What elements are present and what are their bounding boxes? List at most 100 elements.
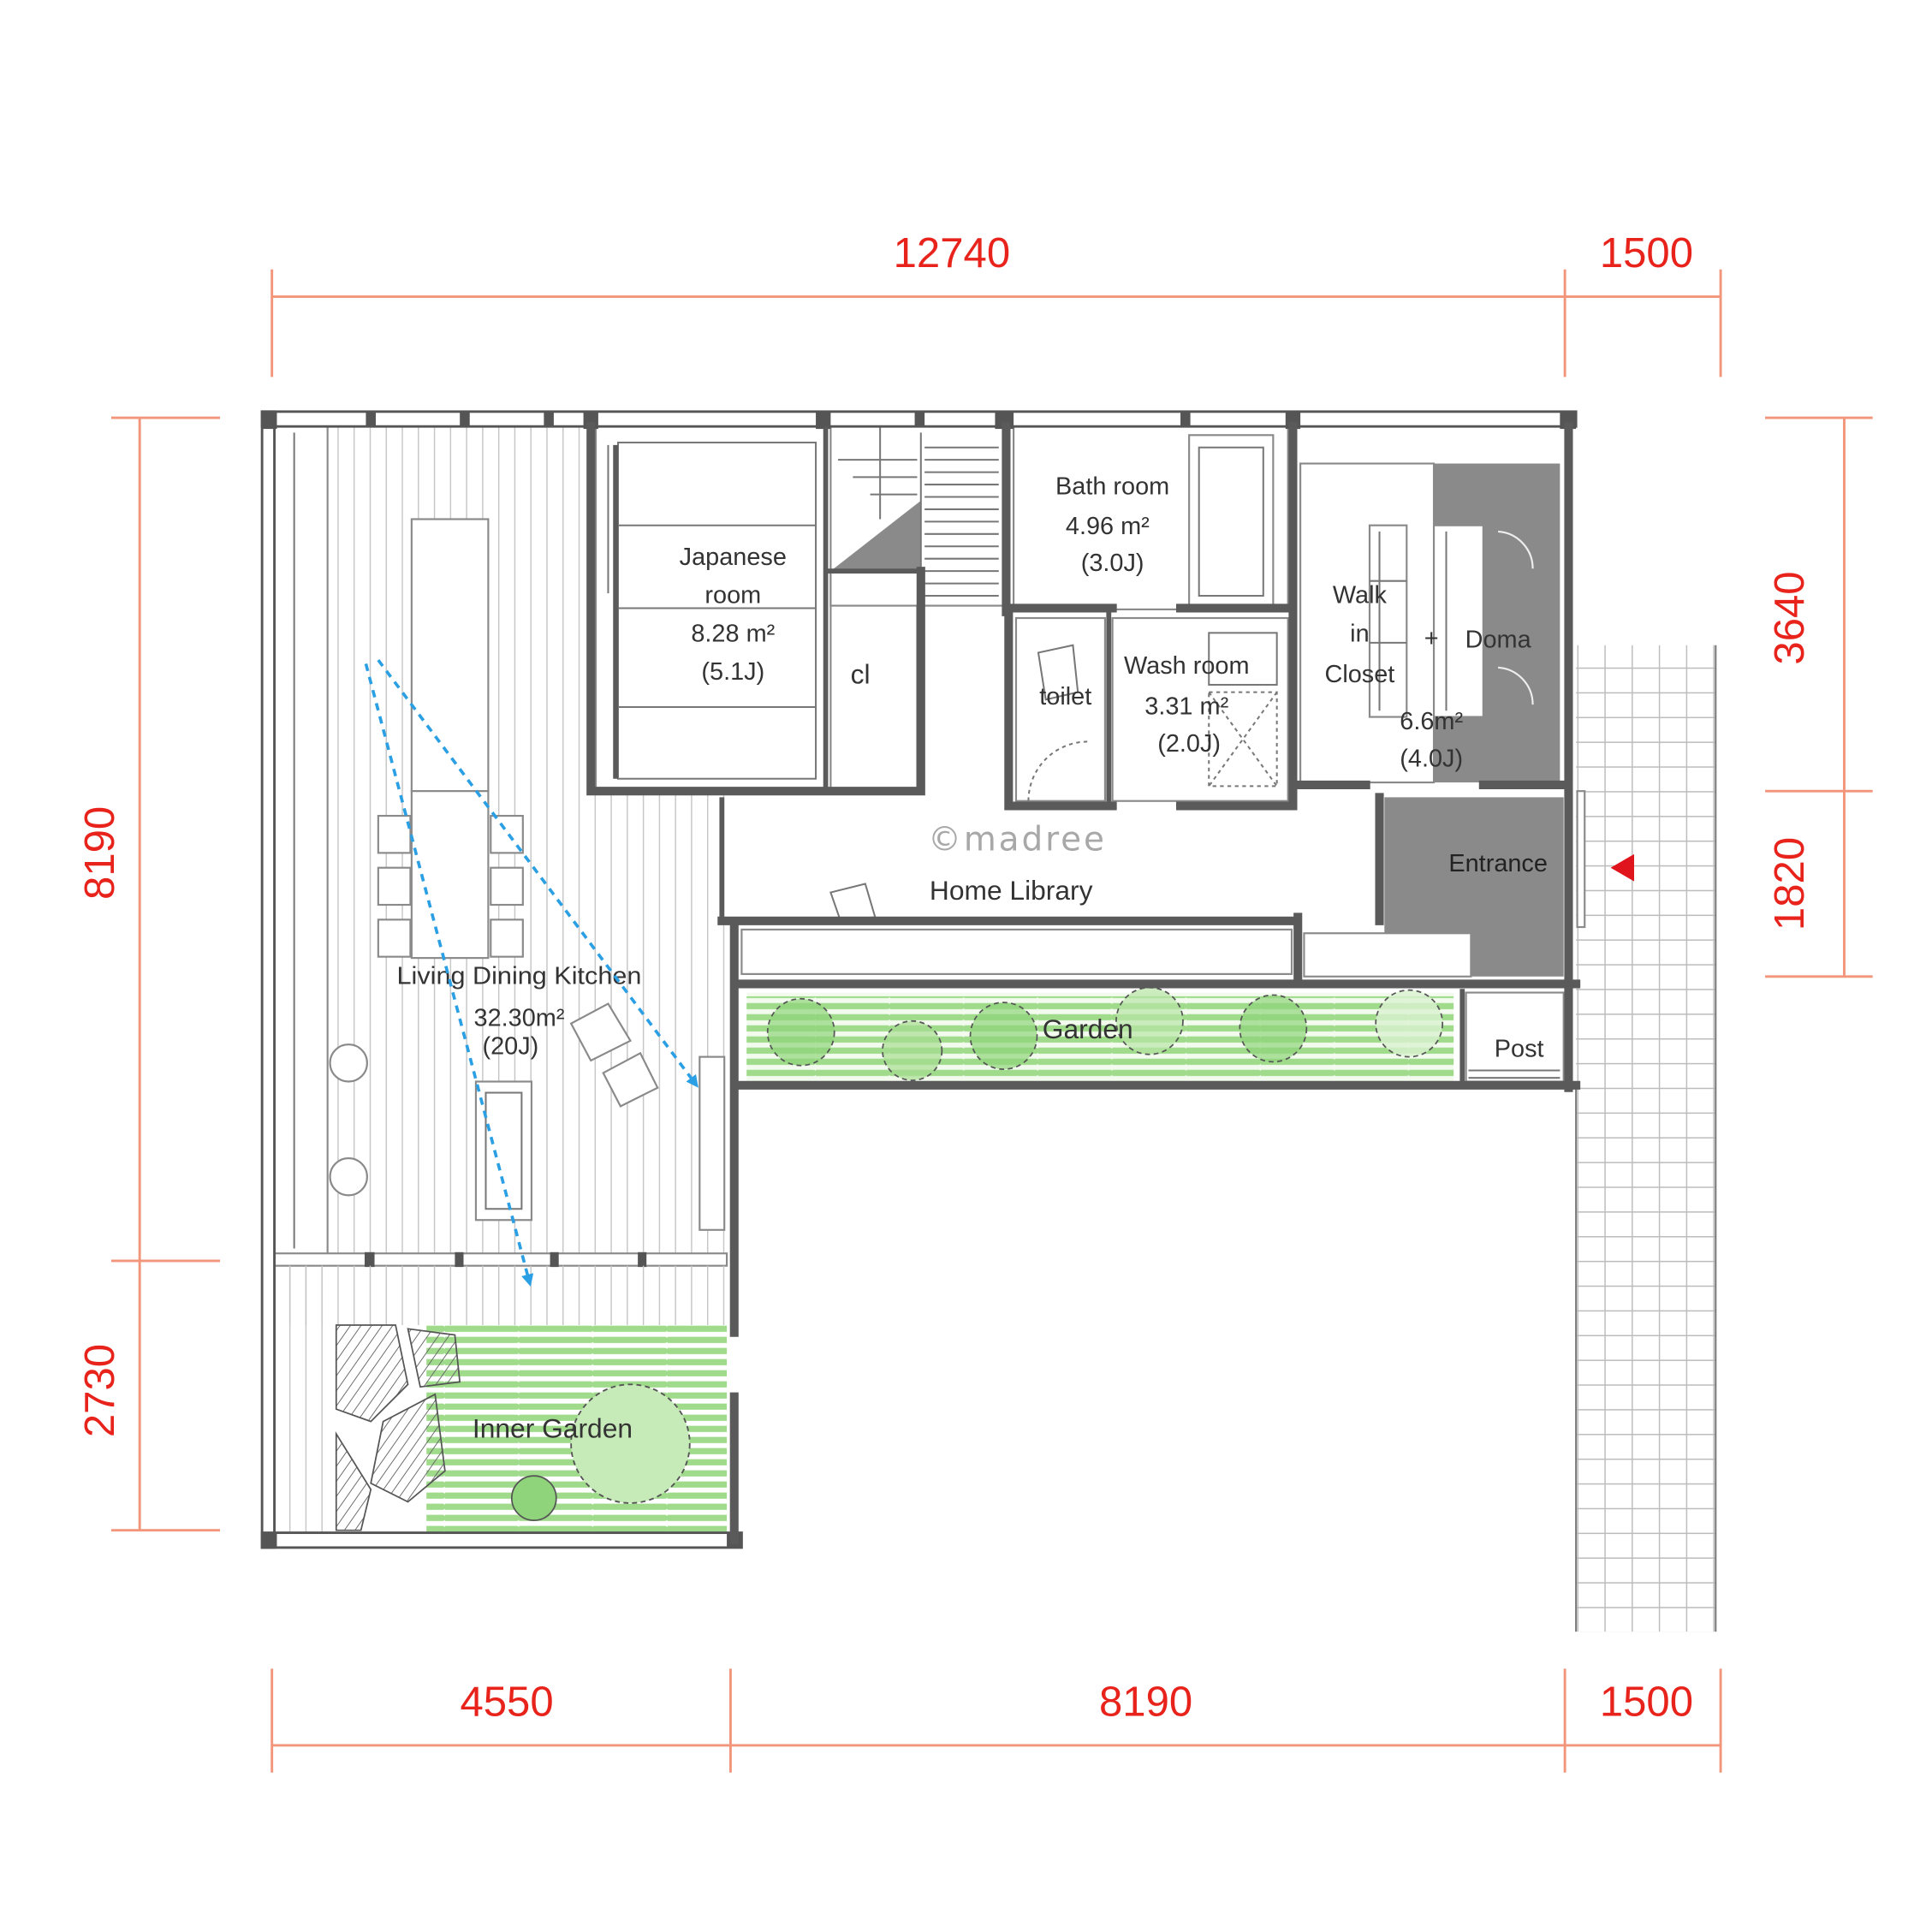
post-name: Post — [1495, 1036, 1544, 1063]
window-post — [638, 1251, 647, 1268]
japanese-room-tatami: (5.1J) — [701, 658, 764, 686]
wall-post — [1180, 411, 1191, 427]
bath-room: Bath room 4.96 m² (3.0J) — [1013, 425, 1289, 610]
inner-garden-tree — [570, 1383, 691, 1504]
bathtub — [1188, 434, 1275, 609]
walk-in-name-2: in — [1350, 620, 1369, 647]
washing-machine-cross — [1208, 692, 1278, 787]
lounge-chair — [602, 1051, 659, 1108]
window-post — [550, 1251, 559, 1268]
interior-walls — [586, 422, 1581, 1545]
walk-in-plus: + — [1424, 625, 1439, 652]
wash-floor — [1111, 616, 1289, 802]
sofa-seat — [484, 1091, 523, 1210]
garden-tree — [766, 997, 835, 1067]
wall-post — [460, 411, 470, 427]
entrance-door — [1576, 790, 1586, 929]
dining-chairs — [377, 814, 524, 958]
window-post — [455, 1251, 464, 1268]
wall-post — [816, 411, 831, 430]
dimension-bottom-right: 1500 — [1600, 1679, 1693, 1725]
wall-post — [914, 411, 925, 427]
dimension-left-lower: 2730 — [77, 1344, 123, 1437]
entrance-storage — [1303, 932, 1472, 978]
rock — [335, 1324, 409, 1423]
garden: Garden — [746, 986, 1454, 1082]
dimension-right-upper: 3640 — [1767, 571, 1813, 664]
toilet-bowl — [1037, 644, 1079, 701]
dimension-top-overall: 12740 — [894, 230, 1010, 276]
wash-name: Wash room — [1124, 652, 1250, 680]
flow-arrow-to-garden — [377, 659, 698, 1088]
dimension-labels: 12740 1500 4550 8190 1500 8190 2730 3640… — [77, 230, 1813, 1725]
dimension-line-left — [110, 416, 221, 1532]
watermark: ©madree — [928, 820, 1107, 859]
garden-trees — [766, 986, 1444, 1081]
lounge-chair — [569, 1002, 632, 1062]
ldk-area: 32.30m² — [474, 1005, 565, 1032]
stool — [329, 1043, 368, 1083]
inner-garden-deck — [274, 1265, 728, 1325]
shelf-lines — [1369, 531, 1448, 711]
wash-room: Wash room 3.31 m² (2.0J) — [1111, 616, 1289, 802]
garden-lawn — [746, 996, 1454, 1079]
walk-in-closet-doma: Walk in Closet + Doma 6.6m² (4.0J) — [1299, 462, 1560, 784]
tv-board — [698, 1055, 726, 1231]
chair — [377, 918, 412, 958]
rock — [335, 1431, 372, 1531]
wall-bottom — [260, 1531, 743, 1549]
walkway-paving — [1576, 645, 1716, 1632]
garden-tree — [1375, 989, 1444, 1058]
chair — [490, 918, 524, 958]
post-box-area: Post — [1465, 991, 1565, 1083]
partition-walls — [613, 426, 1465, 1088]
closet-shelf — [1368, 524, 1408, 718]
garden-tree — [882, 1020, 943, 1081]
walk-in-tatami: (4.0J) — [1400, 745, 1463, 772]
chair — [377, 866, 412, 907]
dimension-line-bottom — [270, 1668, 1722, 1773]
toilet-label: toilet — [1039, 683, 1091, 710]
inner-garden-rocks — [335, 1324, 461, 1531]
rock — [407, 1328, 461, 1388]
closet-label: cl — [851, 659, 871, 690]
dimension-lines — [110, 269, 1873, 1773]
window-posts — [364, 1251, 647, 1268]
washing-machine — [1208, 691, 1278, 788]
wall-post — [262, 1532, 277, 1548]
stair-treads — [838, 426, 999, 606]
wash-tatami: (2.0J) — [1157, 730, 1221, 758]
doma-door-swing — [1498, 530, 1534, 705]
wall-post — [262, 411, 277, 430]
toilet-door-swing — [1027, 740, 1088, 801]
wash-basin — [1208, 632, 1278, 686]
home-library: ©madree Home Library — [740, 820, 1293, 975]
chair — [490, 814, 524, 854]
garden-tree — [1239, 994, 1308, 1063]
entry-arrow — [1610, 853, 1634, 882]
rock — [370, 1393, 446, 1503]
kitchen-counter — [410, 518, 490, 793]
flow-arrow-to-inner-garden — [364, 663, 534, 1287]
shoe-shelf — [1432, 524, 1484, 718]
japanese-room-name-2: room — [704, 582, 761, 609]
stool — [329, 1156, 368, 1197]
walk-in-name-1: Walk — [1333, 582, 1388, 609]
garden-name: Garden — [1043, 1014, 1133, 1044]
ldk-name: Living Dining Kitchen — [397, 962, 642, 990]
garden-tree — [969, 1002, 1038, 1070]
dimension-bottom-left: 4550 — [460, 1679, 553, 1725]
inner-garden-shrub — [510, 1475, 557, 1522]
walls — [260, 410, 1581, 1549]
bath-tatami: (3.0J) — [1081, 550, 1144, 577]
wall-post — [366, 411, 376, 427]
window-post — [364, 1251, 375, 1268]
inner-garden: Inner Garden — [274, 1265, 728, 1533]
dimension-top-right: 1500 — [1600, 230, 1693, 276]
post-area — [1465, 991, 1565, 1083]
dimension-right-lower: 1820 — [1767, 837, 1813, 930]
entrance: Entrance — [1303, 790, 1634, 978]
walkway-edge — [1575, 645, 1717, 1632]
